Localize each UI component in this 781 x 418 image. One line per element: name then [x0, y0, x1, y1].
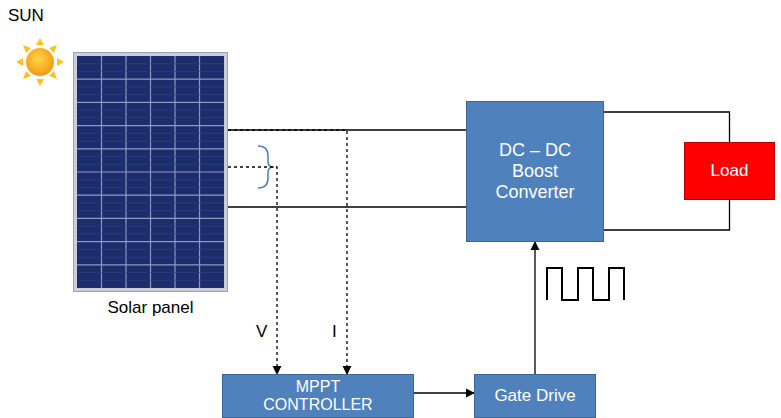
- node-text: Solar panel: [73, 298, 228, 318]
- node-text: MPPT CONTROLLER: [253, 378, 383, 415]
- solar-panel-graphic: [73, 52, 228, 292]
- pwm-square-wave: [547, 268, 624, 300]
- signal-line: [228, 130, 347, 374]
- wire: [228, 129, 466, 130]
- wire: [228, 206, 466, 207]
- sun-icon: [16, 38, 64, 86]
- converter-box: DC – DC Boost Converter: [466, 101, 604, 242]
- node-text: Load: [711, 161, 749, 181]
- signal-line: [228, 167, 277, 374]
- node-text: Gate Drive: [494, 386, 575, 406]
- wire: [604, 200, 730, 230]
- solar-panel: Solar panel: [73, 52, 228, 318]
- signal-label: V: [254, 323, 269, 342]
- wire: [414, 392, 474, 393]
- signal-label: I: [330, 323, 339, 342]
- sun-label: SUN: [8, 6, 44, 26]
- controller-box: MPPT CONTROLLER: [222, 374, 414, 418]
- gate-drive-box: Gate Drive: [474, 374, 596, 418]
- node-text: DC – DC Boost Converter: [479, 140, 591, 202]
- wire: [604, 112, 730, 142]
- wire: [534, 242, 535, 374]
- load-box: Load: [684, 142, 775, 200]
